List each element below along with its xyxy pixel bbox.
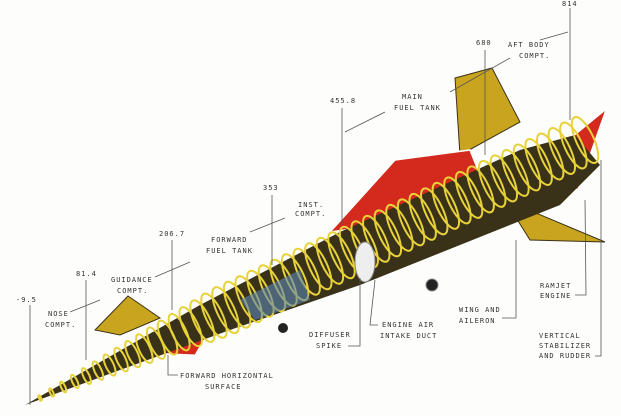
fuselage-frame bbox=[420, 187, 449, 236]
nose-compt-label: NOSE bbox=[48, 310, 69, 318]
fuselage-frame bbox=[304, 242, 333, 291]
diffuser-spike-label: DIFFUSER bbox=[309, 331, 351, 339]
station-label: 206.7 bbox=[159, 230, 185, 238]
station-label: 81.4 bbox=[76, 270, 97, 278]
nose-compt-label: COMPT. bbox=[45, 321, 76, 329]
station-label: 680 bbox=[476, 39, 492, 47]
fuselage-frame bbox=[454, 170, 484, 219]
fuselage-frame bbox=[547, 127, 577, 175]
diffuser-spike-label: SPIKE bbox=[316, 342, 342, 350]
wing-aileron-label: WING AND bbox=[459, 306, 501, 314]
fuselage-frame bbox=[327, 231, 356, 280]
guidance-compt-label: COMPT. bbox=[117, 287, 148, 295]
fuselage-frame bbox=[385, 203, 414, 252]
fuselage-frame bbox=[80, 367, 92, 385]
fuselage-frame bbox=[443, 176, 472, 225]
station-label: 814 bbox=[562, 0, 578, 8]
intake-duct-label: ENGINE AIR bbox=[382, 321, 434, 329]
vertical-stabilizer-label: VERTICAL bbox=[539, 332, 581, 340]
forward-horizontal-label: FORWARD HORIZONTAL bbox=[180, 372, 274, 380]
main-fuel-label: MAIN bbox=[402, 93, 423, 101]
intake-duct-label: INTAKE DUCT bbox=[380, 332, 437, 340]
fuselage-frame bbox=[315, 236, 345, 285]
engine-intake bbox=[354, 241, 376, 283]
inst-compt-label: INST. bbox=[298, 201, 324, 209]
fuselage-frame bbox=[102, 353, 117, 377]
fuselage-frame bbox=[570, 116, 600, 164]
fuselage-frame bbox=[373, 209, 403, 258]
fuselage-frame bbox=[396, 198, 426, 247]
fuselage-frame bbox=[113, 346, 129, 373]
fuselage-frame bbox=[501, 148, 530, 197]
fuselage-frame bbox=[37, 394, 43, 402]
blue-equipment bbox=[240, 270, 310, 320]
fuselage-frame bbox=[167, 312, 191, 352]
forward-canard-upper bbox=[94, 295, 162, 336]
fuselage-frame bbox=[559, 121, 588, 170]
fuselage bbox=[25, 135, 600, 405]
fuselage-frame bbox=[200, 292, 228, 339]
main-fuel-label: FUEL TANK bbox=[394, 104, 441, 112]
station-label: -9.5 bbox=[16, 296, 37, 304]
guidance-compt-label: GUIDANCE bbox=[111, 276, 153, 284]
fuselage-frame bbox=[466, 165, 495, 214]
ramjet-engine-label: ENGINE bbox=[540, 292, 571, 300]
forward-fuel-label: FORWARD bbox=[211, 236, 248, 244]
fuselage-frame bbox=[211, 286, 240, 335]
fuselage-frame bbox=[489, 154, 519, 203]
fuselage-frame bbox=[124, 340, 142, 369]
fuselage-frame bbox=[408, 192, 437, 241]
fuselage-frame bbox=[189, 299, 216, 343]
fuselage-frame bbox=[478, 159, 507, 208]
fuselage-frame bbox=[431, 181, 461, 230]
fuselage-frame bbox=[135, 333, 154, 364]
wing-aileron-label: AILERON bbox=[459, 317, 496, 325]
fuselage-frame bbox=[59, 380, 68, 394]
main-gear-wheel bbox=[425, 278, 439, 292]
ramjet-engine-label: RAMJET bbox=[540, 282, 571, 290]
aft-body-label: AFT BODY bbox=[508, 41, 550, 49]
station-label: 353 bbox=[263, 184, 279, 192]
fuselage-frame bbox=[512, 143, 542, 192]
fuselage-frame bbox=[91, 360, 105, 381]
inst-compt-label: COMPT. bbox=[295, 210, 326, 218]
nose-gear-wheel bbox=[278, 323, 288, 333]
fuselage-frame bbox=[48, 387, 55, 398]
vertical-stabilizer bbox=[454, 67, 521, 156]
fuselage-frame bbox=[536, 132, 565, 181]
fuselage-frame bbox=[524, 137, 553, 186]
vertical-stabilizer-label: AND RUDDER bbox=[539, 352, 591, 360]
station-label: 455.8 bbox=[330, 97, 356, 105]
fuselage-frame bbox=[69, 373, 80, 390]
forward-horizontal-label: SURFACE bbox=[205, 383, 242, 391]
fuselage-frame bbox=[350, 220, 379, 269]
vertical-stabilizer-label: STABILIZER bbox=[539, 342, 591, 350]
forward-fuel-label: FUEL TANK bbox=[206, 247, 253, 255]
aft-body-label: COMPT. bbox=[519, 52, 550, 60]
fuselage-frame bbox=[178, 306, 203, 348]
